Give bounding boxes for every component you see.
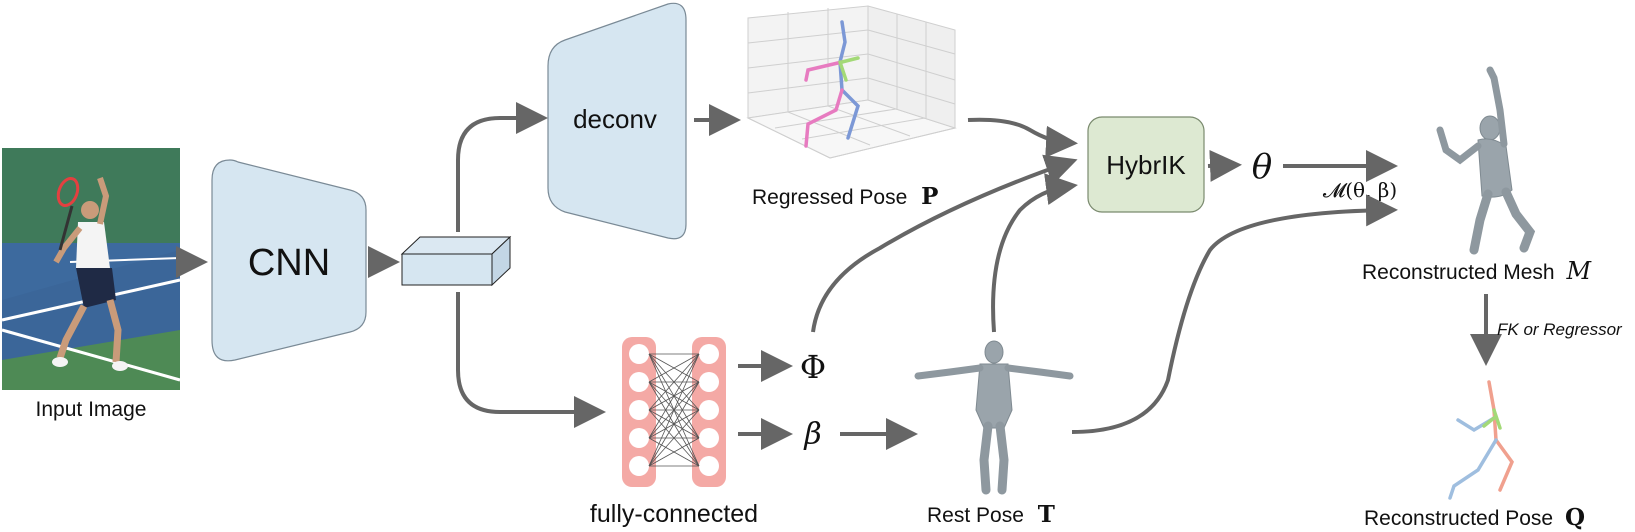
fk-or-regressor-label: FK or Regressor [1497,320,1623,339]
input-image-label: Input Image [36,398,147,421]
fc-link [648,437,700,467]
reconstructed-mesh-figure [1436,66,1536,255]
cnn-block [211,159,367,362]
fc-link [648,353,700,467]
theta-symbol: θ [1252,147,1272,187]
phi-symbol: Φ [800,348,826,386]
cnn-label: CNN [248,242,330,284]
rest-pose-figure [914,340,1074,495]
fully-connected-block [622,337,726,487]
reconstructed-mesh-label: Reconstructed Mesh M [1362,257,1592,285]
rest-pose-label: Rest Pose T [927,501,1055,528]
reconstructed-pose-label: Reconstructed Pose Q [1364,504,1585,531]
fc-link [648,353,700,383]
regressed-pose-label: Regressed Pose P [752,183,938,210]
hybrik-block [1087,116,1205,213]
fc-link [648,381,700,467]
feature-map-cuboid [400,235,512,287]
fc-link [648,409,700,467]
arrow-restpose-to-hybrik [991,173,1078,333]
beta-symbol: β [803,417,821,452]
regressed-pose-skeleton [804,20,860,148]
arrow-phi-to-hybrik [811,154,1078,333]
fc-link [648,353,700,411]
arrow-pose-to-hybrik [967,117,1078,158]
arrow-feature-to-fc [456,292,606,428]
arrow-restpose-to-mesh [1071,194,1398,434]
fully-connected-label: fully-connected [590,500,758,528]
arrow-feature-to-deconv [456,102,548,232]
hybrik-label: HybrIK [1106,150,1186,180]
reconstructed-pose-skeleton [1448,380,1515,500]
mesh-function-label: 𝓜(θ, β) [1323,178,1397,202]
input-image [1,148,181,390]
deconv-label: deconv [573,104,657,134]
fc-link [648,353,700,439]
arrow-hybrik-to-theta [1207,149,1242,182]
deconv-block [547,2,687,240]
regressed-pose-plot [746,5,957,159]
